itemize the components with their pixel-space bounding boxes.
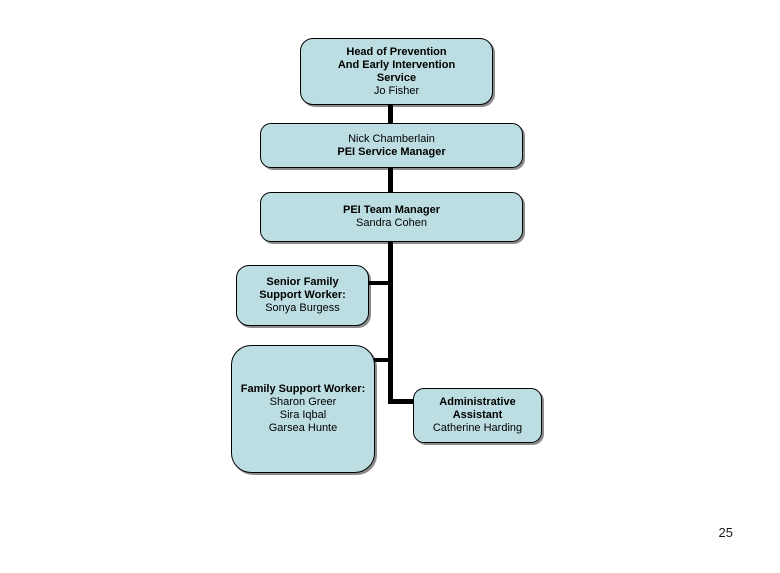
org-node-administrative-assistant: Administrative Assistant Catherine Hardi… (413, 388, 542, 443)
node-title-line: PEI Team Manager (343, 204, 440, 216)
connector-to-family-support-worker (374, 358, 389, 362)
connector-to-senior-family-support-worker (368, 281, 389, 285)
org-node-team-manager: PEI Team Manager Sandra Cohen (260, 192, 523, 242)
node-title-line: Assistant (452, 409, 503, 421)
node-title-line: Head of Prevention (346, 45, 447, 58)
node-title-line: And Early Intervention (337, 58, 456, 71)
org-node-senior-family-support-worker: Senior Family Support Worker: Sonya Burg… (236, 265, 369, 326)
node-title-line: PEI Service Manager (337, 145, 446, 158)
node-person-name: Garsea Hunte (268, 422, 338, 434)
node-person-name: Sira Iqbal (279, 409, 327, 421)
connector-head-to-service-manager (388, 104, 393, 124)
connector-trunk-vertical (388, 241, 393, 404)
org-node-service-manager: Nick Chamberlain PEI Service Manager (260, 123, 523, 168)
node-person-name: Sharon Greer (269, 396, 337, 408)
node-person-name: Catherine Harding (432, 422, 523, 434)
page-number: 25 (718, 525, 733, 540)
node-title-line: Support Worker: (259, 289, 346, 301)
node-person-name: Sonya Burgess (265, 302, 340, 314)
node-title-line: Service (376, 71, 417, 84)
org-node-head-of-service: Head of Prevention And Early Interventio… (300, 38, 493, 105)
connector-service-manager-to-team-manager (388, 167, 393, 193)
node-person-name: Jo Fisher (373, 84, 420, 97)
node-title-line: Family Support Worker: (240, 383, 366, 395)
node-title-line: Administrative (439, 396, 516, 408)
node-person-name: Sandra Cohen (356, 217, 427, 229)
node-title-line: Senior Family (266, 276, 339, 288)
org-node-family-support-worker: Family Support Worker: Sharon Greer Sira… (231, 345, 375, 473)
node-person-name: Nick Chamberlain (348, 132, 435, 145)
connector-to-administrative-assistant (389, 399, 414, 404)
